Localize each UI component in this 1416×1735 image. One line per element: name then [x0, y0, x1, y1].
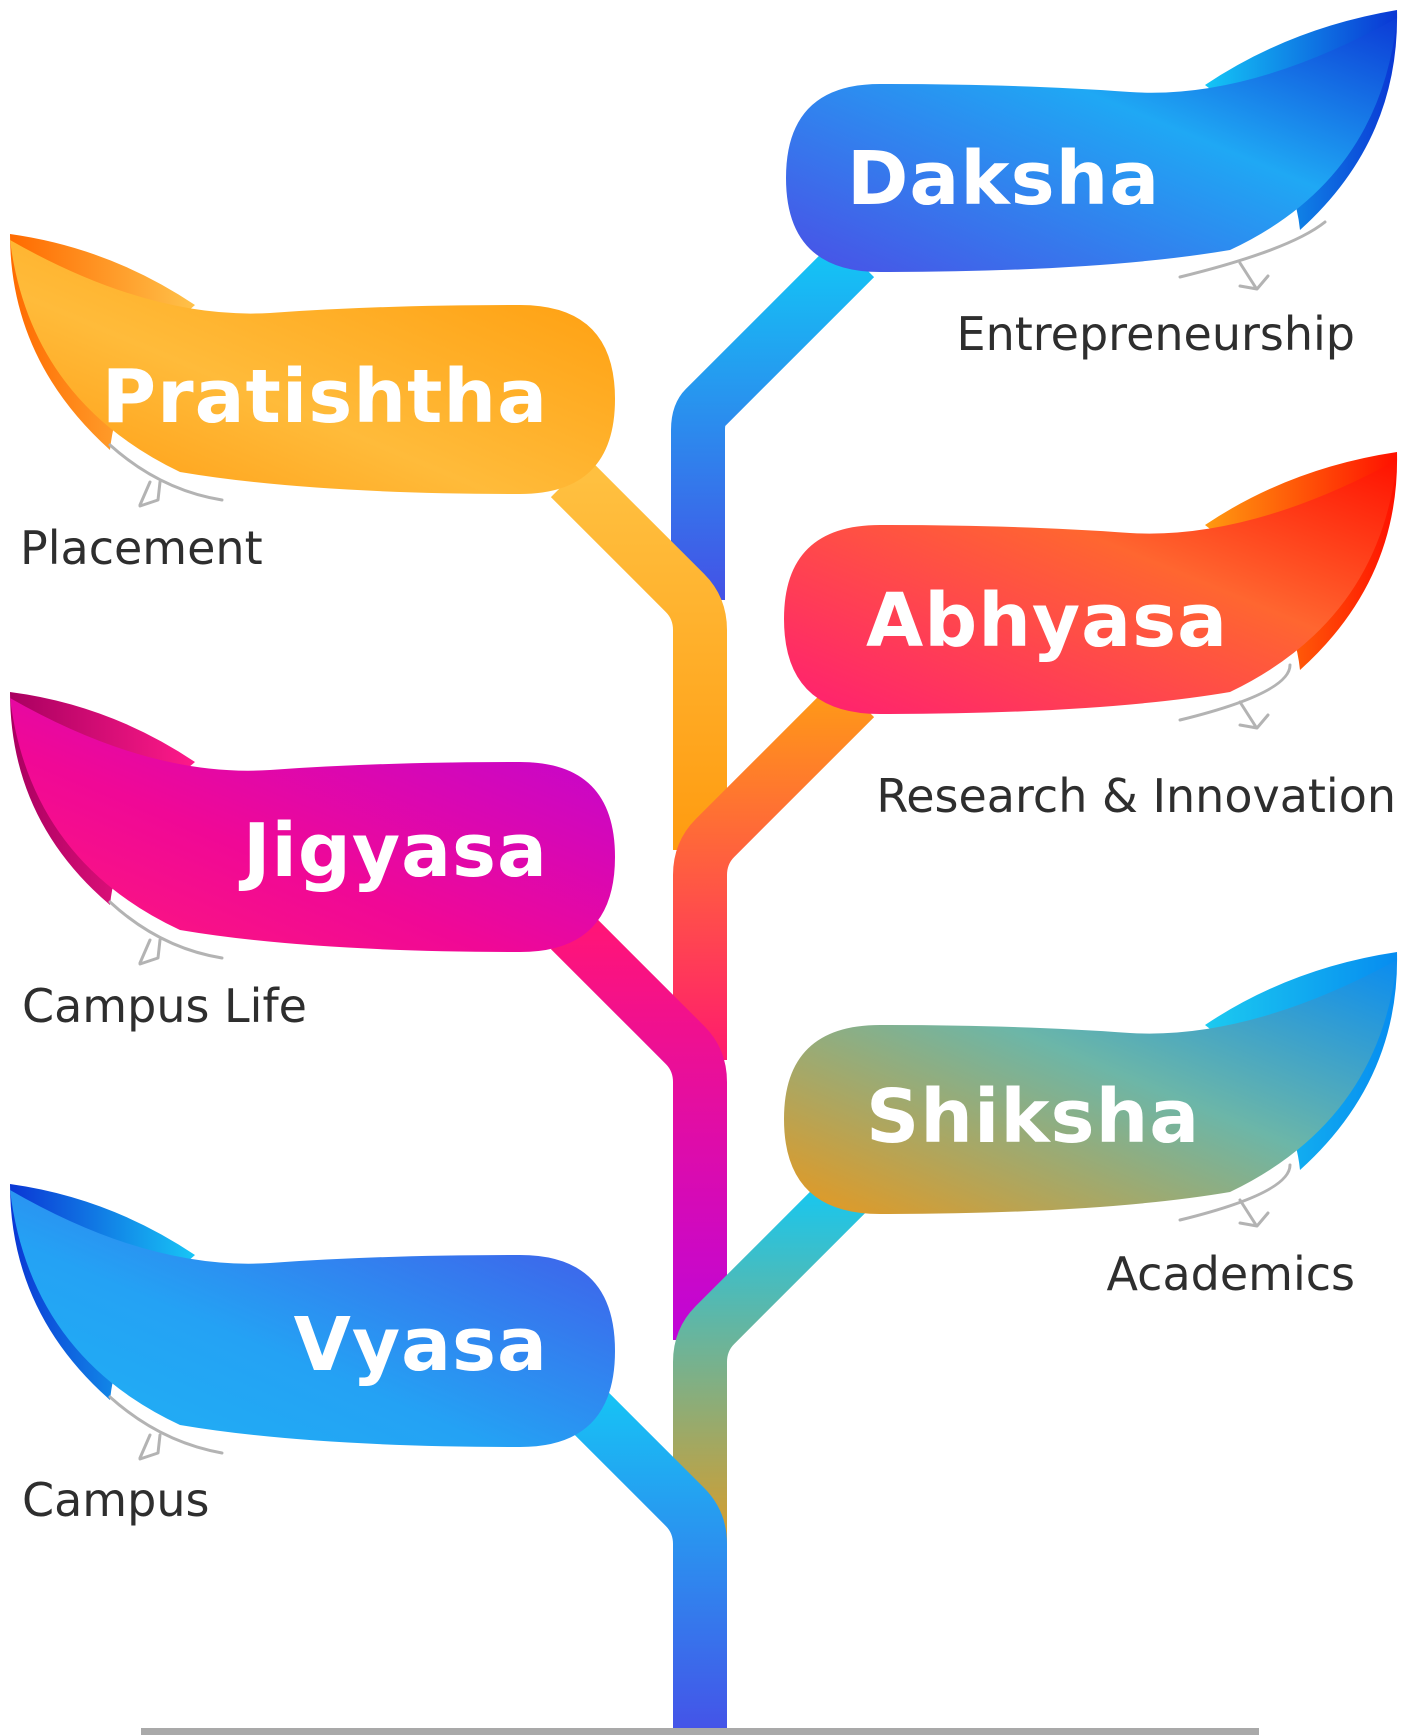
- leaf-daksha: Daksha Entrepreneurship: [786, 10, 1398, 361]
- leaf-title: Pratishtha: [102, 354, 548, 440]
- leaf-caption: Campus Life: [22, 979, 307, 1033]
- curved-arrow-icon: [108, 900, 224, 966]
- leaf-caption: Campus: [22, 1473, 209, 1527]
- leaf-pratishtha: Pratishtha Placement: [10, 234, 615, 575]
- leaf-body: [10, 1190, 615, 1447]
- leaf-vyasa: Vyasa Campus: [10, 1184, 615, 1527]
- leaf-title: Vyasa: [294, 1302, 548, 1388]
- leaf-shiksha: Shiksha Academics: [784, 952, 1398, 1301]
- curved-arrow-icon: [1178, 663, 1292, 730]
- trunk-segment-abhyasa: [673, 678, 875, 1060]
- leaf-caption: Academics: [1107, 1247, 1356, 1301]
- leaf-title: Abhyasa: [866, 578, 1228, 664]
- leaf-title: Shiksha: [866, 1074, 1200, 1160]
- trunk-segment-jigyasa: [550, 910, 727, 1340]
- leaf-abhyasa: Abhyasa Research & Innovation: [784, 452, 1398, 823]
- curved-arrow-icon: [1178, 220, 1327, 291]
- leaf-body: [10, 240, 615, 494]
- curved-arrow-icon: [108, 443, 224, 508]
- trunk-segment-shiksha: [673, 1165, 875, 1560]
- curved-arrow-icon: [1178, 1163, 1292, 1228]
- leaf-jigyasa: Jigyasa Campus Life: [10, 692, 615, 1033]
- leaf-caption: Entrepreneurship: [957, 307, 1355, 361]
- trunk-segment-pratishtha: [550, 458, 727, 850]
- leaf-body: [784, 960, 1397, 1214]
- leaf-caption: Research & Innovation: [876, 769, 1396, 823]
- trunk-segment-daksha: [671, 238, 875, 600]
- leaf-caption: Placement: [20, 521, 263, 575]
- leaf-body: [10, 698, 615, 952]
- leaf-title: Daksha: [847, 136, 1160, 222]
- trunk-segment-vyasa: [550, 1372, 727, 1728]
- leaf-body: [784, 460, 1397, 714]
- ground-line: [141, 1728, 1259, 1735]
- leaf-body: [786, 18, 1397, 272]
- curved-arrow-icon: [108, 1395, 224, 1461]
- leaf-title: Jigyasa: [238, 808, 548, 894]
